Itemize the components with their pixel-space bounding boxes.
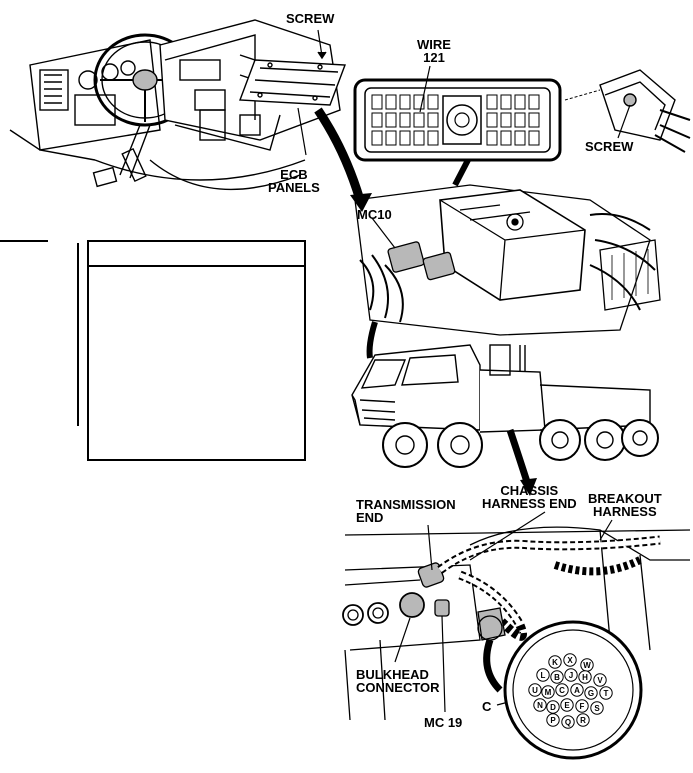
- svg-text:T: T: [604, 689, 609, 698]
- svg-text:U: U: [532, 686, 538, 695]
- margin-tick: [0, 240, 48, 242]
- connector-pin-b: B: [550, 670, 564, 684]
- label-screw-right: SCREW: [585, 139, 634, 154]
- connector-pin-f: F: [575, 699, 589, 713]
- connector-pin-a: A: [570, 683, 584, 697]
- svg-text:P: P: [550, 716, 556, 725]
- connector-pin-j: J: [564, 668, 578, 682]
- connector-pin-t: T: [599, 686, 613, 700]
- blank-table-header: [89, 242, 304, 267]
- svg-text:R: R: [580, 716, 586, 725]
- connector-pin-g: G: [584, 686, 598, 700]
- label-wire-121: WIRE 121: [417, 37, 451, 65]
- connector-pin-r: R: [576, 713, 590, 727]
- label-mc10: MC10: [357, 207, 392, 222]
- svg-text:B: B: [554, 673, 560, 682]
- label-mc19: MC 19: [424, 715, 463, 730]
- callout-arrow: [314, 107, 471, 212]
- connector-pin-u: U: [528, 683, 542, 697]
- cab-interior-drawing: [9, 19, 346, 191]
- label-breakout-harness: BREAKOUT HARNESS: [588, 491, 662, 519]
- connector-pin-p: P: [546, 713, 560, 727]
- connector-pin-e: E: [560, 698, 574, 712]
- truck-drawing: [351, 321, 659, 468]
- svg-text:M: M: [545, 688, 552, 697]
- connector-plug-drawing: [599, 69, 691, 153]
- connector-pin-h: H: [578, 670, 592, 684]
- label-transmission-end: TRANSMISSION END: [356, 497, 456, 525]
- connector-pin-x: X: [563, 653, 577, 667]
- svg-text:J: J: [569, 671, 573, 680]
- svg-text:Q: Q: [565, 718, 571, 727]
- connector-pin-n: N: [533, 698, 547, 712]
- label-chassis-harness-end: CHASSIS HARNESS END: [482, 483, 577, 511]
- svg-text:X: X: [567, 656, 573, 665]
- label-ecb-panels: ECB PANELS: [268, 167, 320, 195]
- svg-text:V: V: [597, 676, 603, 685]
- label-screw-top: SCREW: [286, 11, 335, 26]
- svg-text:F: F: [580, 702, 585, 711]
- svg-text:L: L: [541, 671, 546, 680]
- svg-text:H: H: [582, 673, 588, 682]
- svg-text:G: G: [588, 689, 594, 698]
- svg-text:W: W: [583, 661, 591, 670]
- connector-pin-k: K: [548, 655, 562, 669]
- label-bulkhead-connector: BULKHEAD CONNECTOR: [356, 667, 440, 695]
- connector-pin-d: D: [546, 700, 560, 714]
- connector-pin-w: W: [580, 658, 594, 672]
- connector-pin-m: M: [541, 685, 555, 699]
- connector-pin-s: S: [590, 701, 604, 715]
- callout-arrow: [506, 428, 537, 496]
- blank-table: [87, 240, 306, 461]
- change-bar: [77, 243, 79, 426]
- transmission-harness-drawing: [342, 511, 691, 721]
- svg-text:N: N: [537, 701, 543, 710]
- svg-text:A: A: [574, 686, 580, 695]
- connector-pin-c: C: [555, 683, 569, 697]
- connector-pin-q: Q: [561, 715, 575, 729]
- svg-text:C: C: [559, 686, 565, 695]
- connector-pin-l: L: [536, 668, 550, 682]
- connector-face-drawing: [353, 65, 601, 162]
- svg-text:S: S: [594, 704, 600, 713]
- svg-text:E: E: [564, 701, 570, 710]
- label-pin-c: C: [482, 699, 492, 714]
- svg-text:K: K: [552, 658, 558, 667]
- connector-pin-v: V: [593, 673, 607, 687]
- svg-text:D: D: [550, 703, 556, 712]
- ecb-assembly-drawing: [354, 184, 661, 336]
